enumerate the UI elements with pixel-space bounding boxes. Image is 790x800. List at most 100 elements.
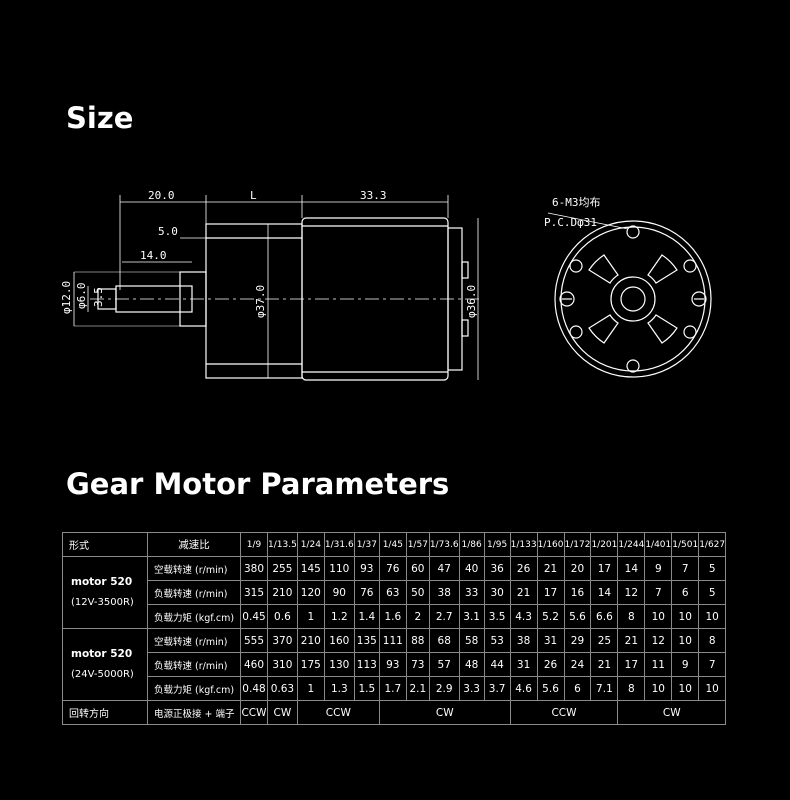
motor-model: motor 520 — [71, 648, 133, 660]
dim-motor-diameter: φ36.0 — [465, 285, 478, 318]
value-cell: 1.2 — [323, 604, 355, 629]
value-cell: 73 — [405, 652, 430, 677]
value-cell: 10 — [671, 604, 700, 629]
value-cell: 5.6 — [536, 676, 565, 701]
value-cell: 175 — [296, 652, 325, 677]
value-cell: 90 — [323, 580, 355, 605]
value-cell: 255 — [267, 556, 298, 581]
motor-dimension-drawing: 20.0 L 33.3 5.0 14.0 φ12.0 φ6.0 3.5 φ37.… — [60, 189, 712, 381]
value-cell: 315 — [240, 580, 268, 605]
value-cell: 0.48 — [240, 676, 268, 701]
ratio-header: 1/201 — [590, 532, 619, 557]
value-cell: 26 — [536, 652, 565, 677]
size-heading: Size — [66, 101, 134, 135]
value-cell: 38 — [428, 580, 460, 605]
rotation-sublabel: 电源正极接 + 端子 — [147, 700, 241, 725]
value-cell: 3.7 — [483, 676, 511, 701]
value-cell: 135 — [353, 628, 380, 653]
motor-spec: (12V-3500R) — [71, 597, 134, 608]
value-cell: 10 — [671, 676, 700, 701]
value-cell: 113 — [353, 652, 380, 677]
mount-hole-note: 6-M3均布 — [552, 196, 601, 209]
ratio-header: 1/57 — [405, 532, 430, 557]
value-cell: 4.3 — [509, 604, 538, 629]
value-cell: 5 — [698, 556, 727, 581]
value-cell: 10 — [644, 604, 673, 629]
value-cell: 63 — [378, 580, 407, 605]
dim-collar: 5.0 — [158, 225, 178, 238]
value-cell: 5 — [698, 580, 727, 605]
rotation-direction: CW — [378, 700, 511, 725]
value-cell: 6.6 — [590, 604, 619, 629]
value-cell: 7 — [671, 556, 700, 581]
value-cell: 11 — [644, 652, 673, 677]
value-cell: 14 — [590, 580, 619, 605]
value-cell: 57 — [428, 652, 460, 677]
value-cell: 160 — [323, 628, 355, 653]
value-cell: 38 — [509, 628, 538, 653]
ratio-header: 1/45 — [378, 532, 407, 557]
value-cell: 0.6 — [267, 604, 298, 629]
value-cell: 20 — [563, 556, 592, 581]
params-heading: Gear Motor Parameters — [66, 467, 450, 501]
value-cell: 210 — [296, 628, 325, 653]
value-cell: 1 — [296, 676, 325, 701]
motor-spec: (24V-5000R) — [71, 669, 134, 680]
value-cell: 30 — [483, 580, 511, 605]
row-label: 空载转速 (r/min) — [147, 556, 241, 581]
ratio-header: 1/9 — [240, 532, 268, 557]
value-cell: 8 — [698, 628, 727, 653]
motor-model-cell: motor 520(12V-3500R) — [62, 556, 148, 629]
rotation-direction: CW — [617, 700, 727, 725]
value-cell: 460 — [240, 652, 268, 677]
ratio-header: 1/160 — [536, 532, 565, 557]
rotation-direction: CCW — [296, 700, 380, 725]
rotation-direction: CCW — [240, 700, 268, 725]
rotation-direction: CW — [267, 700, 298, 725]
motor-model-cell: motor 520 (24V-5000R) — [62, 628, 148, 701]
value-cell: 7 — [644, 580, 673, 605]
value-cell: 12 — [617, 580, 646, 605]
value-cell: 47 — [428, 556, 460, 581]
row-label: 负载力矩 (kgf.cm) — [147, 604, 241, 629]
value-cell: 53 — [483, 628, 511, 653]
value-cell: 10 — [698, 604, 727, 629]
value-cell: 68 — [428, 628, 460, 653]
ratio-header: 1/73.6 — [428, 532, 460, 557]
rotation-label: 回转方向 — [62, 700, 148, 725]
value-cell: 1 — [296, 604, 325, 629]
value-cell: 310 — [267, 652, 298, 677]
value-cell: 145 — [296, 556, 325, 581]
row-label: 负载转速 (r/min) — [147, 652, 241, 677]
dim-shaft-flat: 14.0 — [140, 249, 167, 262]
value-cell: 120 — [296, 580, 325, 605]
dim-motor-length: 33.3 — [360, 189, 387, 202]
value-cell: 24 — [563, 652, 592, 677]
ratio-header: 1/13.5 — [267, 532, 298, 557]
value-cell: 14 — [617, 556, 646, 581]
pcd-note: P.C.Dφ31 — [544, 216, 597, 229]
dim-gearbox-diameter: φ37.0 — [254, 285, 267, 318]
ratio-header: 1/627 — [698, 532, 727, 557]
value-cell: 5.6 — [563, 604, 592, 629]
dim-shaft-diameter: φ6.0 — [75, 283, 88, 310]
value-cell: 31 — [509, 652, 538, 677]
value-cell: 8 — [617, 604, 646, 629]
value-cell: 44 — [483, 652, 511, 677]
row-label: 空载转速 (r/min) — [147, 628, 241, 653]
value-cell: 1.4 — [353, 604, 380, 629]
value-cell: 26 — [509, 556, 538, 581]
value-cell: 16 — [563, 580, 592, 605]
value-cell: 93 — [378, 652, 407, 677]
dim-shaft-length: 20.0 — [148, 189, 175, 202]
value-cell: 21 — [590, 652, 619, 677]
value-cell: 110 — [323, 556, 355, 581]
corner-cell: 形式 — [62, 532, 148, 557]
